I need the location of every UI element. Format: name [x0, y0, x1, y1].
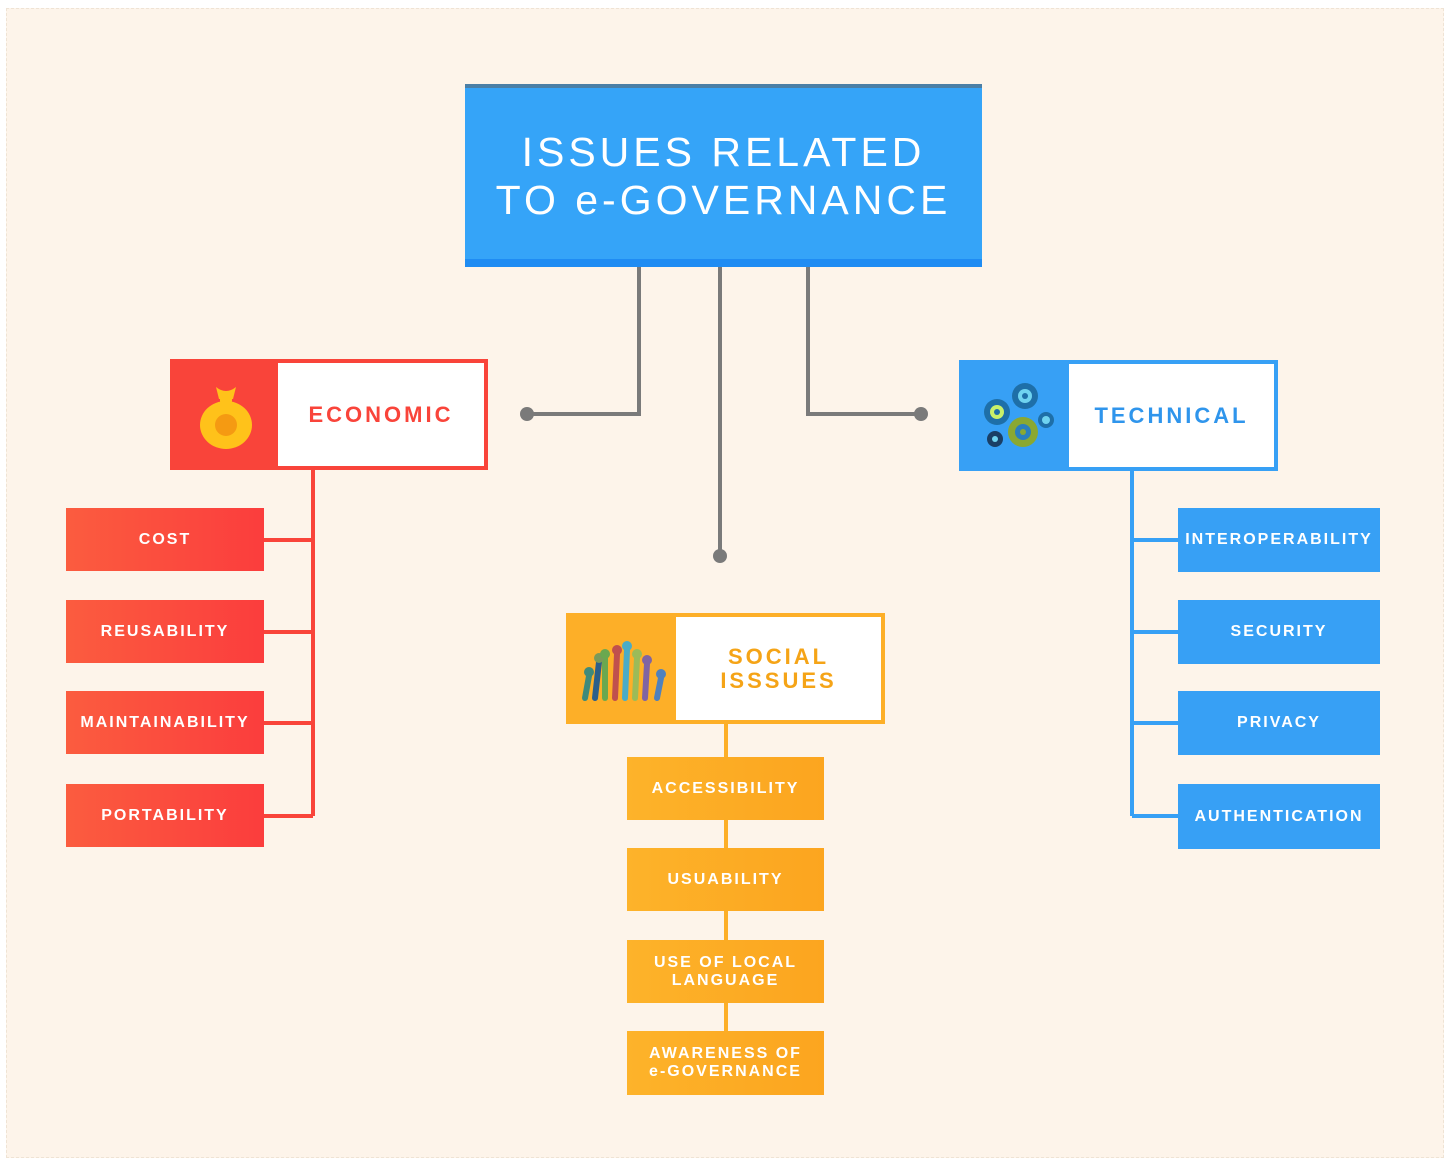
category-social-label: SOCIAL ISSSUES [676, 617, 881, 720]
social-item-label-line-1: ACCESSIBILITY [651, 779, 800, 797]
gears-icon [963, 364, 1069, 467]
social-item-label-line-1: USUABILITY [667, 870, 784, 888]
category-technical: TECHNICAL [959, 360, 1278, 471]
technical-item-label: PRIVACY [1237, 714, 1321, 731]
raised-hands-icon [570, 617, 676, 720]
economic-item-cost: COST [66, 508, 264, 571]
economic-item-label: REUSABILITY [100, 622, 230, 640]
economic-item-maintainability: MAINTAINABILITY [66, 691, 264, 754]
category-economic: ECONOMIC [170, 359, 488, 470]
category-technical-label: TECHNICAL [1094, 402, 1249, 428]
technical-item-label: SECURITY [1230, 623, 1328, 640]
economic-item-label: PORTABILITY [101, 806, 229, 824]
economic-item-portability: PORTABILITY [66, 784, 264, 847]
social-item-local-language: USE OF LOCAL LANGUAGE [627, 940, 824, 1003]
technical-item-security: SECURITY [1178, 600, 1380, 664]
social-item-label-line-2: e-GOVERNANCE [649, 1063, 802, 1080]
category-social-label-line-2: ISSSUES [720, 667, 837, 693]
social-item-label-line-2: LANGUAGE [671, 971, 780, 989]
economic-item-label: COST [138, 530, 192, 548]
category-economic-label: ECONOMIC [308, 401, 454, 427]
social-item-label-line-1: USE OF LOCAL [653, 953, 798, 971]
social-item-awareness: AWARENESS OF e-GOVERNANCE [627, 1031, 824, 1095]
economic-item-reusability: REUSABILITY [66, 600, 264, 663]
category-social-label-line-1: SOCIAL [727, 643, 830, 669]
social-item-usuability: USUABILITY [627, 848, 824, 911]
title-line-2: TO e-GOVERNANCE [495, 176, 952, 223]
technical-item-interoperability: INTEROPERABILITY [1178, 508, 1380, 572]
economic-item-label: MAINTAINABILITY [80, 713, 250, 731]
title-line-1: ISSUES RELATED [521, 128, 926, 175]
social-item-accessibility: ACCESSIBILITY [627, 757, 824, 820]
technical-item-label: AUTHENTICATION [1194, 807, 1364, 825]
technical-item-authentication: AUTHENTICATION [1178, 784, 1380, 849]
social-item-label-line-1: AWARENESS OF [649, 1045, 802, 1062]
money-bag-icon [174, 363, 278, 466]
title-box: ISSUES RELATED TO e-GOVERNANCE [465, 84, 982, 267]
technical-item-privacy: PRIVACY [1178, 691, 1380, 755]
category-social: SOCIAL ISSSUES [566, 613, 885, 724]
technical-item-label: INTEROPERABILITY [1185, 531, 1373, 548]
